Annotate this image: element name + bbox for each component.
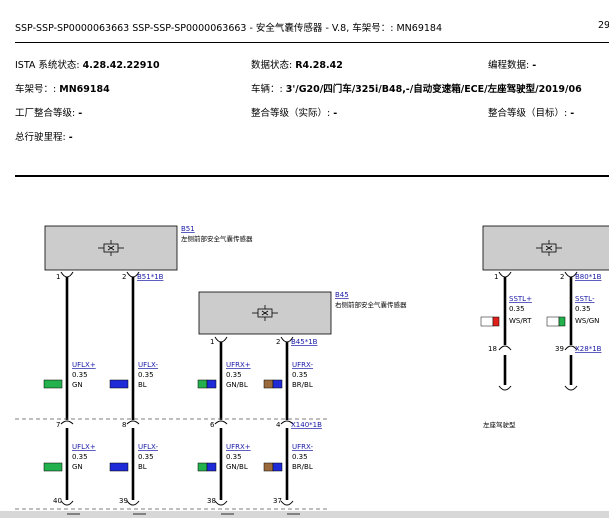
- svg-text:2: 2: [122, 273, 126, 281]
- svg-text:1: 1: [494, 273, 498, 281]
- svg-text:SSTL-: SSTL-: [575, 295, 595, 303]
- svg-text:X140*1B: X140*1B: [291, 421, 322, 429]
- data-status: 数据状态: R4.28.42: [251, 60, 343, 71]
- vehicle: 车辆：: 3'/G20/四门车/325i/B48,-/自动变速箱/ECE/左座驾…: [251, 84, 582, 95]
- b45-description: 右侧前部安全气囊传感器: [335, 300, 407, 309]
- b45-code[interactable]: B45: [335, 291, 349, 299]
- svg-text:GN/BL: GN/BL: [226, 463, 248, 471]
- svg-text:38: 38: [207, 497, 216, 505]
- svg-text:0.35: 0.35: [575, 305, 591, 313]
- svg-text:GN: GN: [72, 463, 83, 471]
- svg-text:39: 39: [555, 345, 564, 353]
- document-title: SSP-SSP-SP0000063663 SSP-SSP-SP000006366…: [15, 23, 443, 34]
- svg-text:UFLX+: UFLX+: [72, 443, 96, 451]
- svg-text:2: 2: [276, 338, 280, 346]
- svg-text:BL: BL: [138, 381, 147, 389]
- svg-text:37: 37: [273, 497, 282, 505]
- svg-text:8: 8: [122, 421, 126, 429]
- svg-text:40: 40: [53, 497, 62, 505]
- svg-text:UFRX-: UFRX-: [292, 361, 313, 369]
- info-divider: [15, 175, 609, 177]
- bottom-band: [0, 511, 609, 518]
- wire-lines: [65, 277, 573, 500]
- b51-description: 左侧前部安全气囊传感器: [181, 234, 253, 243]
- connector-refs[interactable]: B51*1B B45*1B X140*1B B80*1B X28*1B: [137, 273, 602, 429]
- vin: 车架号：: MN69184: [15, 84, 110, 95]
- svg-text:UFLX-: UFLX-: [138, 361, 158, 369]
- factory-level: 工厂整合等级: -: [15, 108, 83, 119]
- svg-text:SSTL+: SSTL+: [509, 295, 532, 303]
- svg-text:BR/BL: BR/BL: [292, 381, 313, 389]
- page-number: 29: [598, 20, 609, 31]
- svg-text:1: 1: [210, 338, 214, 346]
- wire-labels-lower: UFLX+ 0.35 GN UFLX- 0.35 BL UFRX+ 0.35 G…: [72, 443, 313, 471]
- header-divider: [15, 42, 609, 43]
- svg-text:UFRX+: UFRX+: [226, 443, 251, 451]
- svg-text:UFRX+: UFRX+: [226, 361, 251, 369]
- svg-text:B45*1B: B45*1B: [291, 338, 318, 346]
- svg-text:GN/BL: GN/BL: [226, 381, 248, 389]
- svg-text:0.35: 0.35: [292, 371, 308, 379]
- b51-code[interactable]: B51: [181, 225, 195, 233]
- svg-text:BR/BL: BR/BL: [292, 463, 313, 471]
- svg-text:7: 7: [56, 421, 60, 429]
- svg-text:0.35: 0.35: [138, 371, 154, 379]
- svg-text:0.35: 0.35: [138, 453, 154, 461]
- svg-text:0.35: 0.35: [292, 453, 308, 461]
- svg-text:B51*1B: B51*1B: [137, 273, 164, 281]
- svg-text:39: 39: [119, 497, 128, 505]
- actual-level: 整合等级（实际）: -: [251, 108, 338, 119]
- mileage: 总行驶里程: -: [15, 132, 73, 143]
- svg-text:0.35: 0.35: [226, 453, 242, 461]
- connector-curls: [60, 271, 578, 506]
- wire-labels-right: SSTL+ 0.35 WS/RT SSTL- 0.35 WS/GN: [509, 295, 599, 325]
- color-swatches: [43, 316, 566, 472]
- target-level: 整合等级（目标）: -: [488, 108, 575, 119]
- svg-text:0.35: 0.35: [72, 371, 88, 379]
- svg-text:0.35: 0.35: [226, 371, 242, 379]
- svg-text:GN: GN: [72, 381, 83, 389]
- ista-status: ISTA 系统状态: 4.28.42.22910: [15, 60, 160, 71]
- programming-data: 编程数据: -: [488, 60, 537, 71]
- svg-text:BL: BL: [138, 463, 147, 471]
- svg-text:0.35: 0.35: [72, 453, 88, 461]
- svg-text:UFLX-: UFLX-: [138, 443, 158, 451]
- svg-text:2: 2: [560, 273, 564, 281]
- svg-text:B80*1B: B80*1B: [575, 273, 602, 281]
- svg-text:X28*1B: X28*1B: [575, 345, 602, 353]
- wire-labels-upper: UFLX+ 0.35 GN UFLX- 0.35 BL UFRX+ 0.35 G…: [72, 361, 313, 389]
- svg-text:1: 1: [56, 273, 60, 281]
- svg-text:0.35: 0.35: [509, 305, 525, 313]
- svg-text:4: 4: [276, 421, 281, 429]
- svg-text:UFRX-: UFRX-: [292, 443, 313, 451]
- svg-text:6: 6: [210, 421, 215, 429]
- svg-text:UFLX+: UFLX+: [72, 361, 96, 369]
- right-sensor-box: [482, 225, 609, 271]
- pin-numbers: 1 2 1 2 1 2 7 8 6 4 40 39 38 37 18 39: [53, 273, 564, 505]
- drive-side-note: 左座驾驶型: [483, 420, 516, 429]
- svg-text:WS/RT: WS/RT: [509, 317, 532, 325]
- svg-text:WS/GN: WS/GN: [575, 317, 599, 325]
- svg-text:18: 18: [488, 345, 497, 353]
